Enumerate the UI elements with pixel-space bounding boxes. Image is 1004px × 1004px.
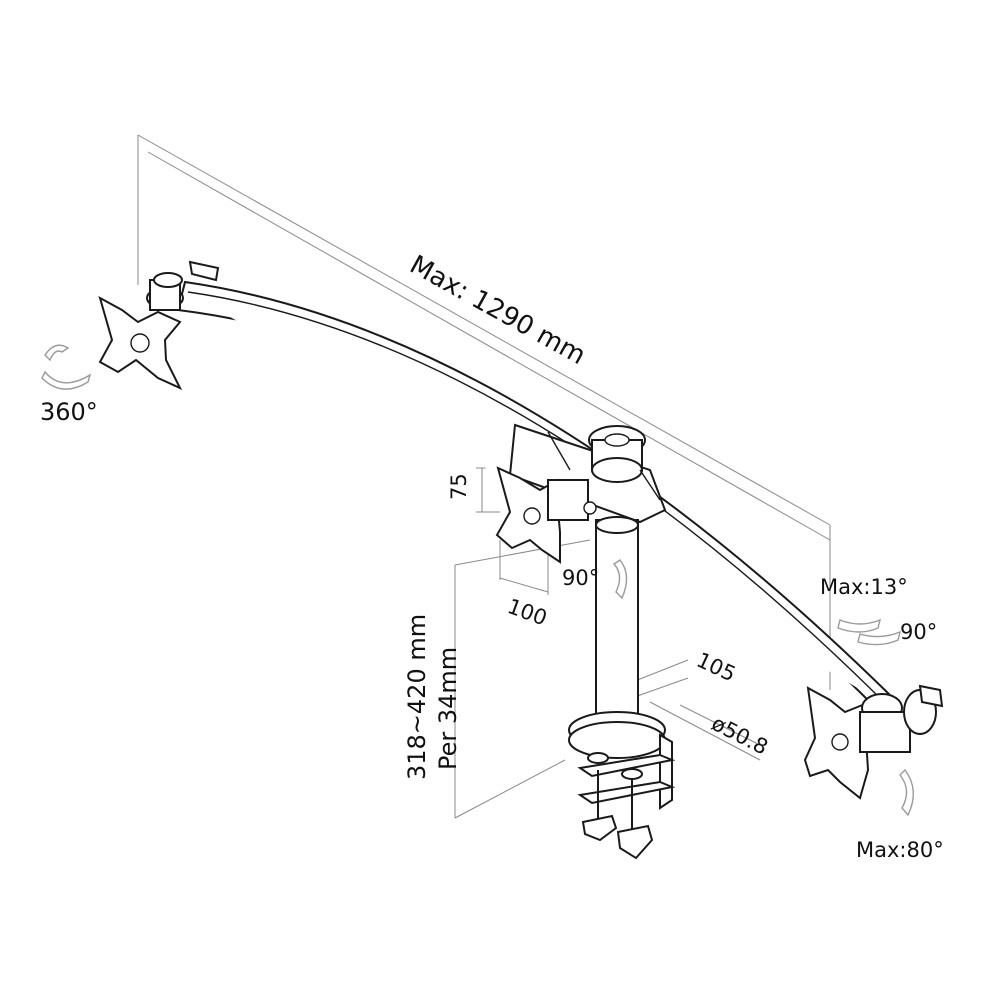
max-span-label: Max: 1290 mm (405, 250, 591, 371)
center-hub (508, 423, 667, 524)
desk-clamp (577, 733, 676, 860)
center-plate (495, 466, 597, 564)
pole-height-label: 318~420 mm (403, 614, 431, 780)
dimension-lines (137, 134, 831, 819)
vesa-width-label: 100 (504, 594, 550, 630)
vesa-height-label: 75 (447, 473, 471, 500)
pole (568, 516, 666, 759)
pole-diameter-label: ø50.8 (708, 711, 772, 759)
left-plate (98, 260, 220, 391)
right-plate (803, 684, 944, 800)
pole-step-label: Per 34mm (434, 647, 462, 770)
center-tilt-label: 90° (562, 566, 599, 590)
right-rotation-max-label: Max:80° (856, 838, 944, 862)
base-depth-label: 105 (693, 648, 739, 687)
right-tilt-max-label: Max:13° (820, 575, 908, 599)
rotation-left-label: 360° (40, 398, 98, 426)
right-swivel-label: 90° (900, 620, 937, 644)
rotation-arrows (41, 344, 914, 817)
